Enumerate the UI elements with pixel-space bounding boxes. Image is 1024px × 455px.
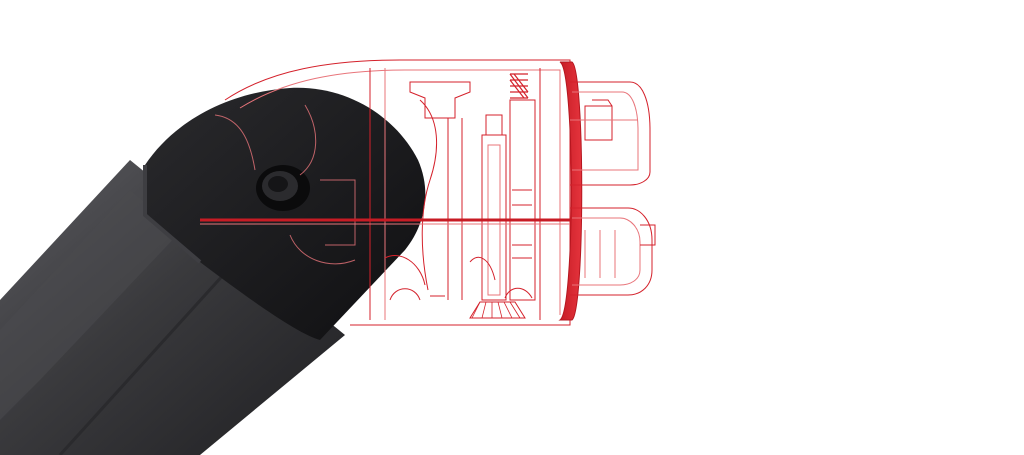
wireframe-column-detail [512,189,532,259]
wireframe-hood [224,59,571,326]
wireframe-connector-top-inner [572,91,639,171]
wireframe-piston-stem [447,118,463,300]
wireframe-cap-trace-2 [289,179,356,265]
wireframe-hood-inner [239,69,561,315]
wireframe-flange [558,61,583,321]
arm-housing [0,87,426,455]
wireframe-shoulder [419,99,438,291]
wireframe-foot-lines [471,301,521,319]
wireframe-piston-top [409,81,471,119]
wireframe-connector-top-box [584,99,613,141]
wireframe-foot [469,301,526,319]
arm-seam [58,260,237,455]
wireframe-column [509,99,536,301]
wireframe-overlay [200,59,656,326]
wireframe-shaft-cap [485,114,503,136]
wireframe-hatch [509,73,529,99]
wireframe-connector-top [570,81,651,186]
joint-cap-rim [143,165,202,264]
bolt-icon [256,165,310,211]
wireframe-connector-bottom-inner [572,217,641,286]
arm-tube-highlight [0,190,180,420]
wireframe-gear-left [389,288,445,301]
arm-tube [0,160,345,455]
wireframe-connector-bottom-lip [640,224,656,246]
wireframe-connector-bottom-grid [584,230,616,278]
wireframe-gear-right [504,287,533,299]
wireframe-cap-trace [214,104,317,176]
joint-cap [145,87,426,340]
wireframe-connector-bottom [570,207,653,296]
wireframe-lower-curves [384,255,496,286]
